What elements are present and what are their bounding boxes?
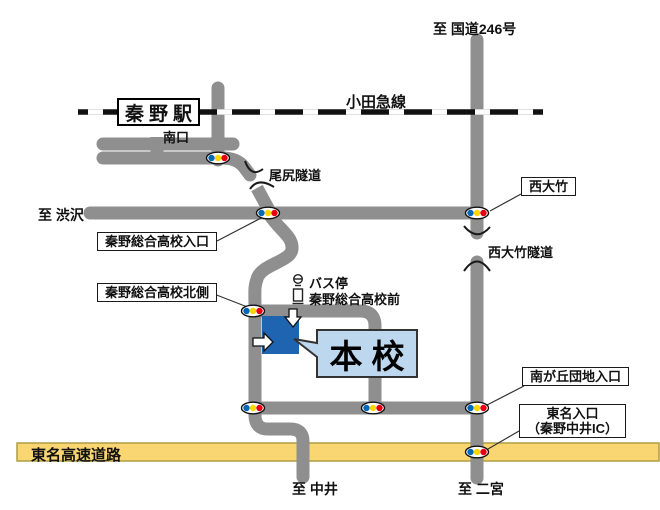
traffic-light [360, 401, 386, 415]
box-minamigaoka: 南が丘団地入口 [522, 367, 630, 386]
ojiri-tunnel-portal-arc [249, 181, 275, 190]
traffic-light [464, 401, 490, 415]
school-north-road [255, 304, 382, 408]
label-tomei-expressway: 東名高速道路 [31, 447, 122, 464]
main-school-callout-box [293, 329, 418, 378]
entrance-arrow-down-icon [283, 308, 303, 329]
label-bus-stop: バス停 [309, 276, 349, 291]
traffic-light [255, 206, 281, 220]
traffic-light [464, 445, 490, 459]
box-nishiotake: 西大竹 [521, 177, 577, 196]
box-sogo-entrance: 秦野総合高校入口 [97, 232, 218, 251]
box-tomei-entrance-line1: 東名入口 [546, 406, 599, 421]
callout-line [487, 430, 520, 450]
box-sogo-north: 秦野総合高校北側 [97, 283, 218, 302]
traffic-light [240, 304, 266, 318]
callout-line [216, 215, 266, 242]
label-main-school: 本校 [329, 337, 414, 375]
callout-line [489, 193, 522, 212]
traffic-light [464, 206, 490, 220]
callout-line [486, 385, 525, 406]
ojiri-tunnel-portal-arc [244, 160, 264, 174]
label-odakyu-line: 小田急線 [346, 94, 407, 111]
tomei-expressway-band [16, 442, 660, 462]
station-box: 秦野駅 [117, 98, 200, 126]
nishiotake-tunnel-portal-arc [463, 260, 491, 272]
label-to-route246: 至 国道246号 [433, 21, 517, 37]
label-to-nakai: 至 中井 [292, 481, 338, 497]
box-tomei-entrance-line2: （秦野中井IC） [527, 421, 619, 436]
traffic-lights [205, 151, 490, 459]
nakai-road [248, 401, 310, 484]
bus-stop-icon [292, 274, 304, 305]
label-nishiotake-tunnel: 西大竹隧道 [488, 245, 554, 260]
traffic-light [240, 401, 266, 415]
label-ojiri-tunnel: 尾尻隧道 [269, 168, 322, 183]
label-bus-stop-name: 秦野総合高校前 [309, 292, 401, 307]
tunnel-portals [244, 160, 491, 272]
label-to-ninomiya: 至 二宮 [458, 481, 504, 497]
entrance-arrow-right-icon [252, 331, 274, 353]
callout-lines [213, 193, 525, 450]
callout-line [213, 293, 251, 309]
nishiotake-tunnel-portal-arc [463, 225, 491, 236]
box-tomei-entrance: 東名入口 （秦野中井IC） [519, 404, 627, 438]
label-south-exit: 南口 [163, 130, 190, 145]
traffic-light [205, 151, 231, 165]
s-curve-road [248, 210, 299, 312]
label-to-shibusawa: 至 渋沢 [38, 207, 84, 223]
